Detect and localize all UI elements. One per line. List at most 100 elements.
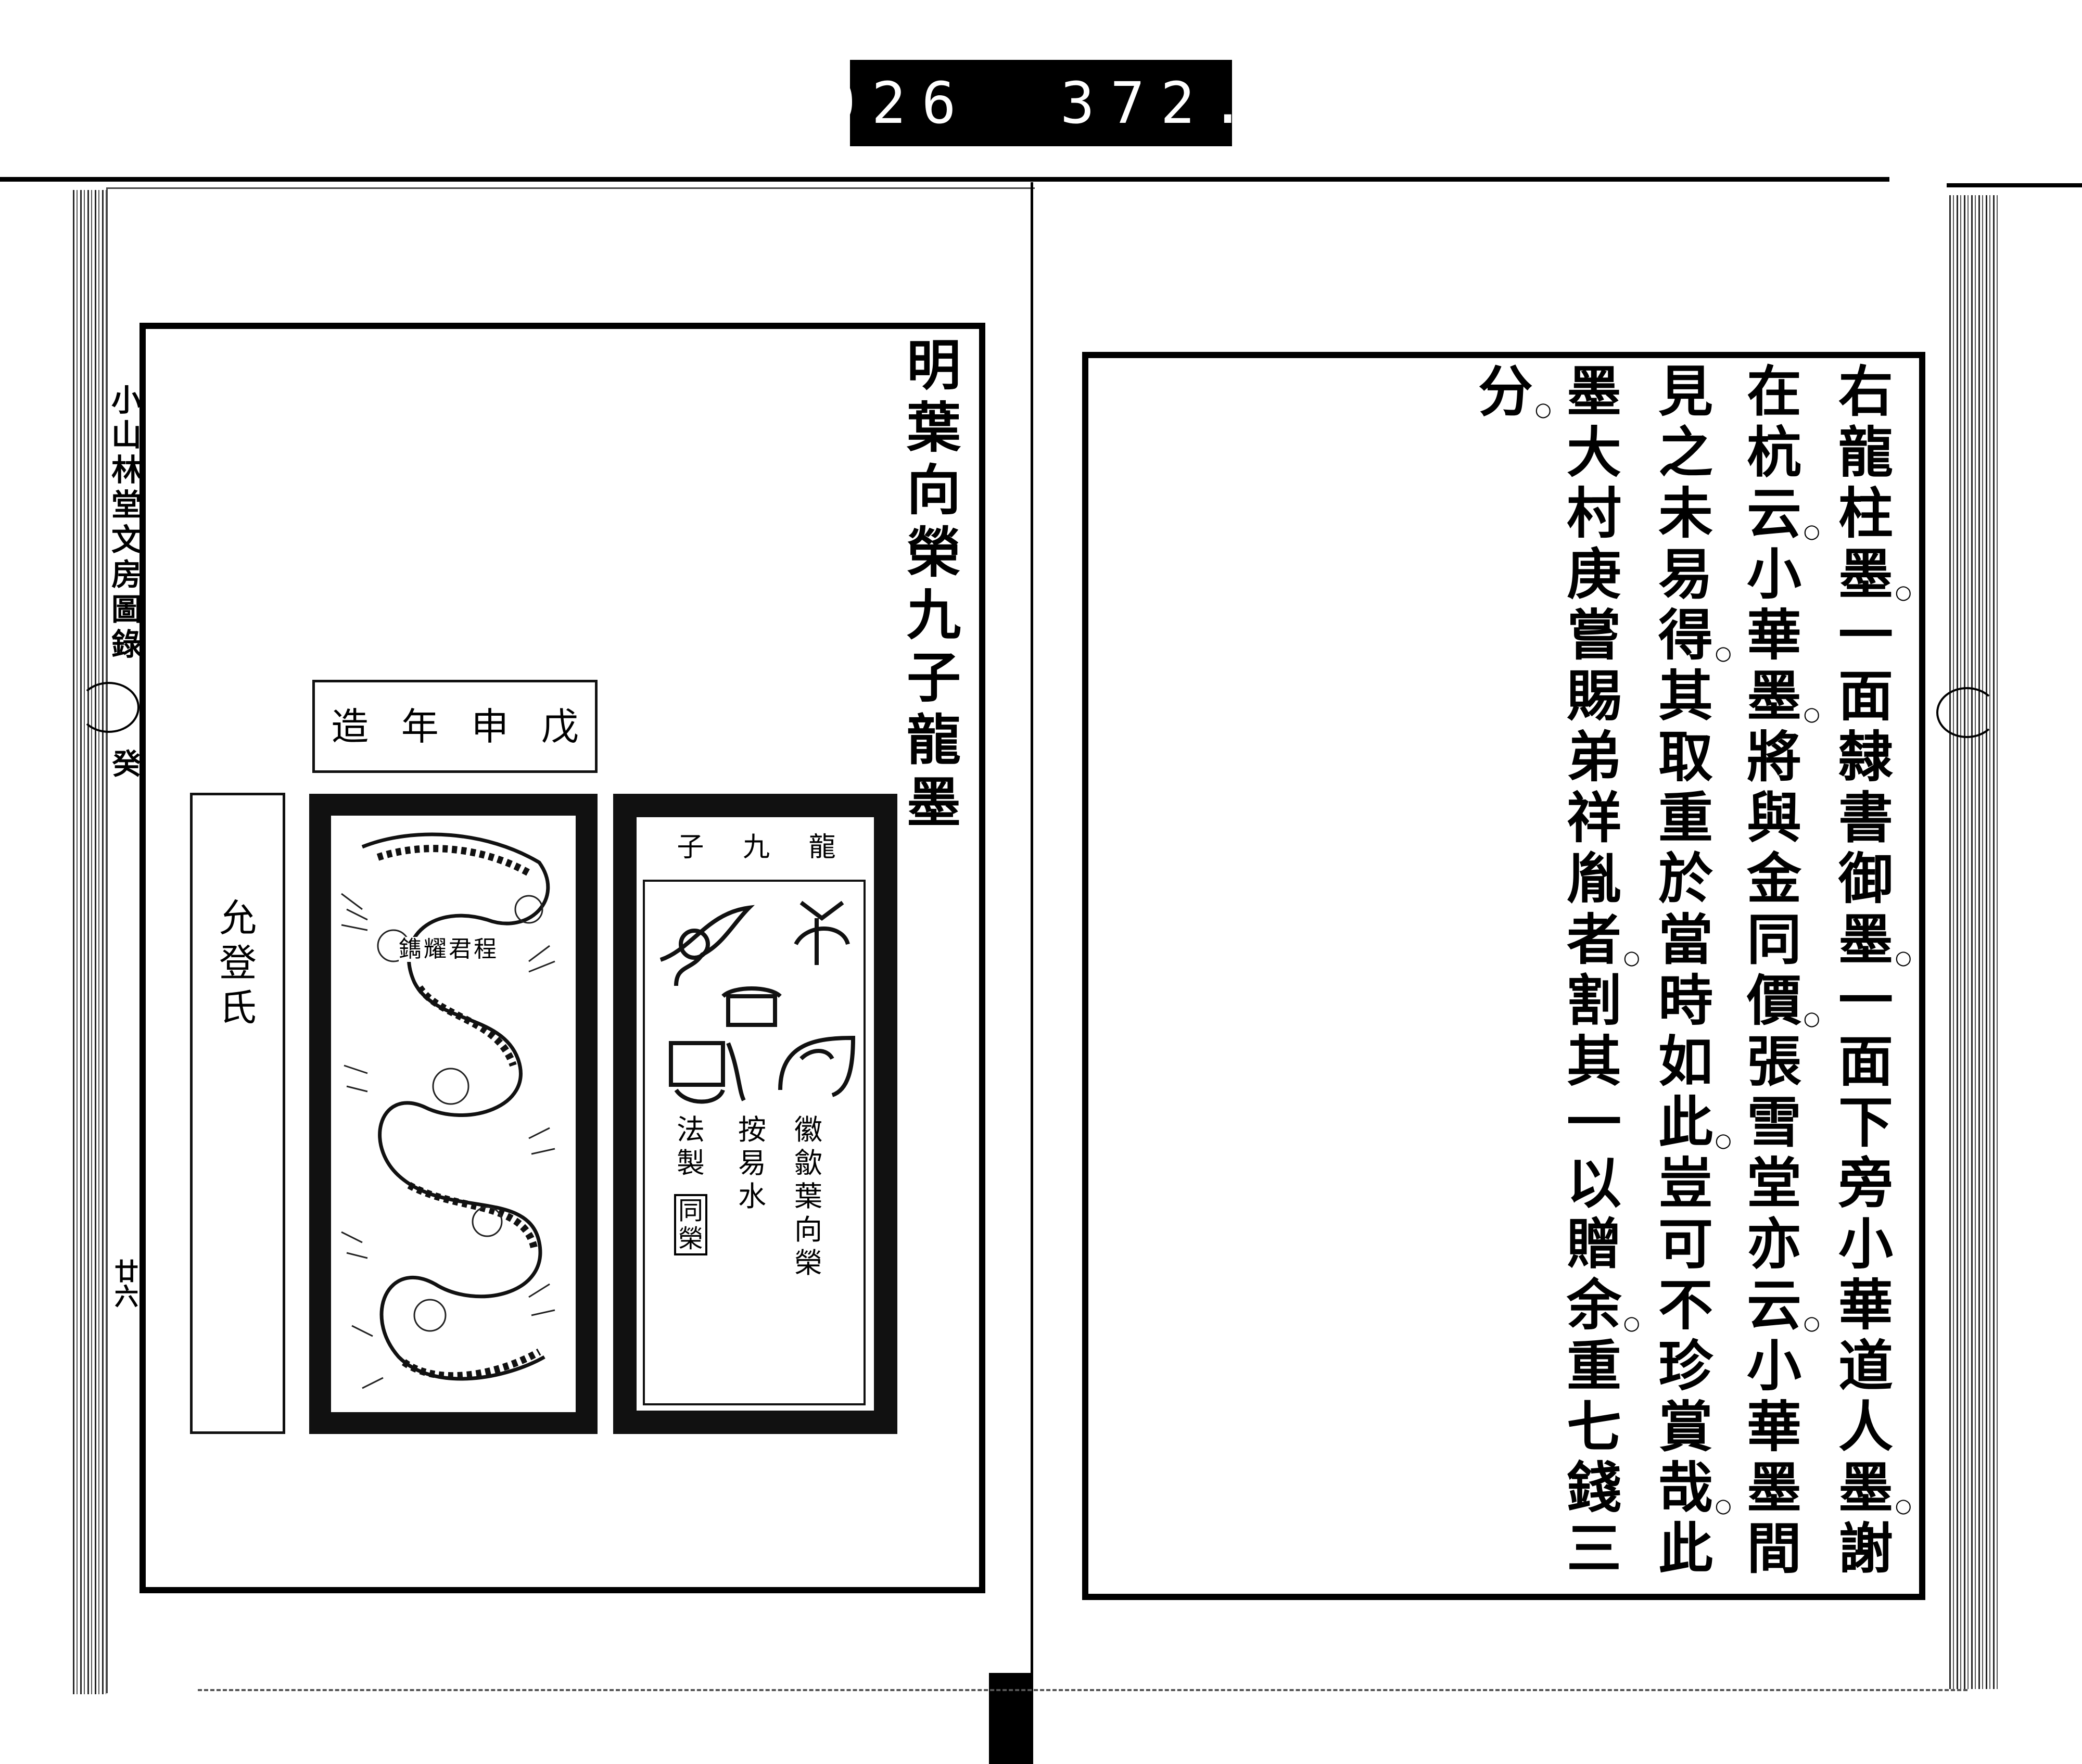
punctuation-mark: ○ (1895, 1494, 1912, 1517)
text-char: 三 (1567, 1516, 1622, 1581)
punctuation-mark: ○ (1715, 1128, 1732, 1152)
text-char: 云○ (1747, 481, 1820, 545)
text-char: 分○ (1478, 359, 1552, 424)
text-char: 珍 (1658, 1334, 1713, 1398)
text-char: 大 (1567, 420, 1622, 485)
right-book-edge (1949, 195, 1999, 1689)
text-char: 錄 (111, 627, 142, 662)
text-char: 重 (1658, 785, 1713, 850)
text-char: 賞 (1658, 1394, 1713, 1459)
text-char: 墨○ (1747, 664, 1820, 728)
text-char: 墨○ (1838, 907, 1912, 972)
text-char: 張 (1747, 1029, 1802, 1094)
date-box: 戊 申 年 造 (312, 680, 598, 773)
maker-seal: 同榮 (674, 1194, 707, 1255)
made-by-inscription: 法製 (675, 1116, 706, 1177)
dragon-panel: 程君耀鐫 (309, 794, 598, 1434)
text-char: 如 (1658, 1029, 1713, 1094)
text-char: 七 (1567, 1394, 1622, 1459)
text-char: 一 (1567, 1090, 1622, 1154)
top-rule-left (0, 177, 1889, 182)
punctuation-mark: ○ (1803, 1311, 1820, 1335)
margin-page-number: 廿六 (113, 1260, 139, 1309)
seal-glyph (778, 1035, 856, 1097)
text-char: 割 (1567, 968, 1622, 1033)
text-char: 亦 (1747, 1212, 1802, 1276)
text-char: 御 (1838, 846, 1894, 911)
text-char: 與 (1747, 785, 1802, 850)
text-char: 墨 (907, 770, 961, 834)
text-char: 林 (111, 452, 142, 488)
text-char: 水 (738, 1180, 766, 1213)
text-char: 歙 (794, 1147, 822, 1179)
text-char: 小 (111, 383, 142, 418)
text-char: 間 (1747, 1516, 1802, 1581)
text-char: 嘗 (1567, 603, 1622, 667)
text-char: 龍 (907, 708, 961, 772)
text-char: 子 (907, 645, 961, 709)
text-char: 易 (1658, 542, 1713, 606)
text-char: 墨○ (1838, 542, 1912, 606)
ink-inner-frame: 徽歙葉向榮 按易水 法製 同榮 (643, 880, 866, 1405)
text-char: 重 (1567, 1334, 1622, 1398)
text-char: 書 (1838, 785, 1894, 850)
top-label-char: 九 (742, 832, 770, 863)
date-char: 年 (401, 704, 439, 748)
text-char: 明 (907, 333, 961, 397)
margin-volume: 癸 (111, 750, 142, 778)
seal-script-glyphs (659, 900, 856, 1104)
scan-number-left: 926 (821, 70, 972, 136)
seal-glyph (794, 900, 850, 965)
seal-glyph (721, 986, 782, 998)
text-char: 柱 (1838, 481, 1894, 545)
punctuation-mark: ○ (1534, 398, 1552, 421)
punctuation-mark: ○ (1623, 946, 1640, 969)
punctuation-mark: ○ (1803, 519, 1820, 543)
text-char: 同 (678, 1196, 703, 1225)
text-char: 哉○ (1658, 1455, 1732, 1520)
seal-glyph (679, 929, 710, 960)
text-char: 華 (1747, 1394, 1802, 1459)
text-char: 人 (1838, 1394, 1894, 1459)
left-page-outline (106, 187, 1035, 1693)
text-char: 小 (1747, 542, 1802, 606)
date-char: 申 (471, 704, 509, 748)
text-char: 於 (1658, 846, 1713, 911)
gutter-binding (989, 1673, 1033, 1764)
text-char: 廿 (115, 1258, 138, 1286)
text-char: 面 (1838, 664, 1894, 728)
text-char: 不 (1658, 1273, 1713, 1337)
text-char: 可 (1658, 1212, 1713, 1276)
text-char: 葉 (794, 1180, 822, 1213)
bottom-page-edge (198, 1689, 1967, 1691)
right-ring-mark (1936, 687, 1998, 738)
seal-glyph (669, 1041, 746, 1104)
text-char: 面 (1838, 1029, 1894, 1094)
left-page-title: 明葉向榮九子龍墨 (907, 338, 961, 830)
text-char: 華 (1838, 1273, 1894, 1337)
maker-inscription: 徽歙葉向榮 (793, 1116, 824, 1277)
text-char: 之 (1658, 420, 1713, 485)
text-char: 取 (1658, 725, 1713, 789)
text-column-3: 見之未易得○其取重於當時如此○豈可不珍賞哉○此 (1658, 364, 1732, 1576)
text-char: 雪 (1747, 1090, 1802, 1154)
text-char: 六 (115, 1283, 138, 1311)
top-rule-right (1947, 183, 2082, 187)
text-char: 龍 (1838, 420, 1894, 485)
text-char: 氏 (219, 986, 257, 1030)
text-char: 榮 (678, 1224, 703, 1253)
dragon-illustration (341, 832, 555, 1389)
text-char: 未 (1658, 481, 1713, 545)
text-char: 同 (1747, 907, 1802, 972)
scan-number-plate: 926 372. (821, 60, 1245, 146)
left-page-frame (139, 323, 985, 1593)
date-char: 戊 (541, 704, 579, 748)
text-char: 豈 (1658, 1151, 1713, 1215)
seal-glyph (659, 905, 755, 986)
text-char: 金 (1747, 846, 1802, 911)
margin-book-title: 小山林堂文房圖錄 (110, 385, 143, 659)
punctuation-mark: ○ (1715, 1494, 1732, 1517)
text-char: 墨○ (1838, 1455, 1912, 1520)
text-char: 賜 (1567, 664, 1622, 728)
text-char: 華 (1747, 603, 1802, 667)
